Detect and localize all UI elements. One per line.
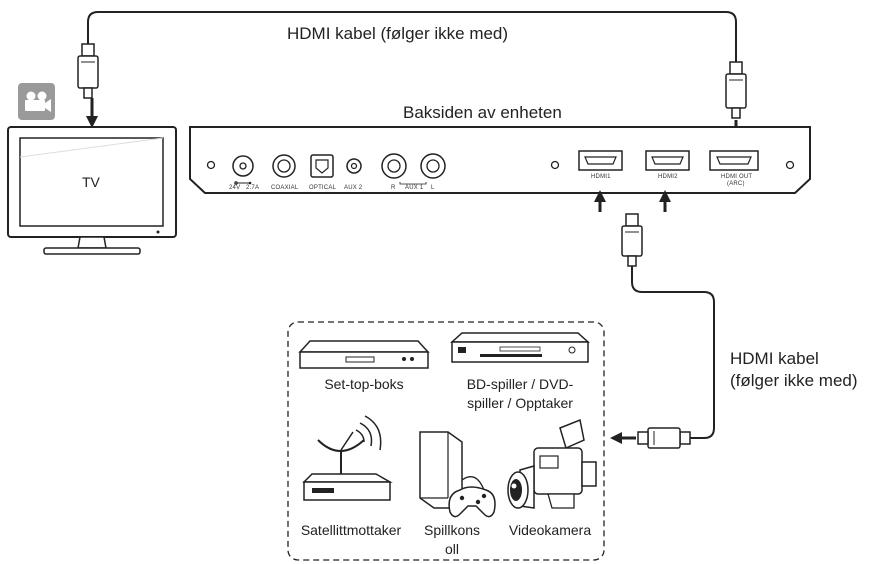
cable-side-label-line2: (følger ikke med) xyxy=(730,371,858,390)
tv-illustration xyxy=(7,126,177,255)
port-label-optical: OPTICAL xyxy=(309,185,337,191)
port-label-aux2: AUX 2 xyxy=(344,185,363,191)
hdmi-plug-left-icon xyxy=(77,43,99,99)
satellite-dish-icon xyxy=(302,415,393,501)
port-label-hdmi1: HDMI1 xyxy=(591,174,611,180)
device-label-camera: Videokamera xyxy=(508,522,592,538)
optical-jack xyxy=(310,154,334,178)
aux1-r-jack xyxy=(381,153,407,179)
coaxial-jack xyxy=(272,154,296,178)
hdmi2-port xyxy=(645,150,690,171)
port-label-power-right: 2.7A xyxy=(246,185,260,191)
hdmi-out-port xyxy=(709,150,759,171)
port-label-coaxial: COAXIAL xyxy=(271,185,299,191)
aux2-jack xyxy=(346,158,362,174)
camcorder-icon xyxy=(507,418,597,509)
game-console-icon xyxy=(419,431,496,518)
port-label-power-left: 24V xyxy=(229,185,241,191)
port-label-l: L xyxy=(431,185,435,191)
device-label-bd-line2: spiller / Opptaker xyxy=(467,395,573,411)
hdmi-cable-lower xyxy=(631,266,715,439)
hdmi-plug-source-icon xyxy=(637,427,691,449)
settop-box-icon xyxy=(298,340,430,369)
rear-panel xyxy=(189,126,811,194)
bd-player-icon xyxy=(450,332,590,363)
hdmi1-port xyxy=(578,150,623,171)
source-devices-group xyxy=(287,321,605,561)
hdmi-plug-right-icon xyxy=(725,61,747,119)
cable-side-label-line1: HDMI kabel xyxy=(730,349,819,368)
port-label-arc: (ARC) xyxy=(727,181,745,187)
port-label-r: R xyxy=(391,185,396,191)
tv-label: TV xyxy=(82,174,100,190)
video-camera-icon xyxy=(18,83,55,120)
cable-top-label: HDMI kabel (følger ikke med) xyxy=(287,24,509,43)
device-label-console-line1: Spillkons xyxy=(423,522,481,538)
power-jack xyxy=(232,155,254,185)
hdmi-cable-top xyxy=(87,11,737,62)
port-label-hdmi-out: HDMI OUT xyxy=(721,174,753,180)
aux1-bracket xyxy=(399,182,427,185)
port-label-aux1: AUX 1 xyxy=(405,185,424,191)
aux1-l-jack xyxy=(420,153,446,179)
port-label-hdmi2: HDMI2 xyxy=(658,174,678,180)
device-label-bd-line1: BD-spiller / DVD- xyxy=(466,376,574,392)
device-label-console-line2: oll xyxy=(444,541,459,557)
panel-title: Baksiden av enheten xyxy=(403,103,562,122)
device-label-satellite: Satellittmottaker xyxy=(300,522,402,538)
hdmi-plug-lower-icon xyxy=(621,213,643,267)
device-label-settop: Set-top-boks xyxy=(324,376,404,392)
